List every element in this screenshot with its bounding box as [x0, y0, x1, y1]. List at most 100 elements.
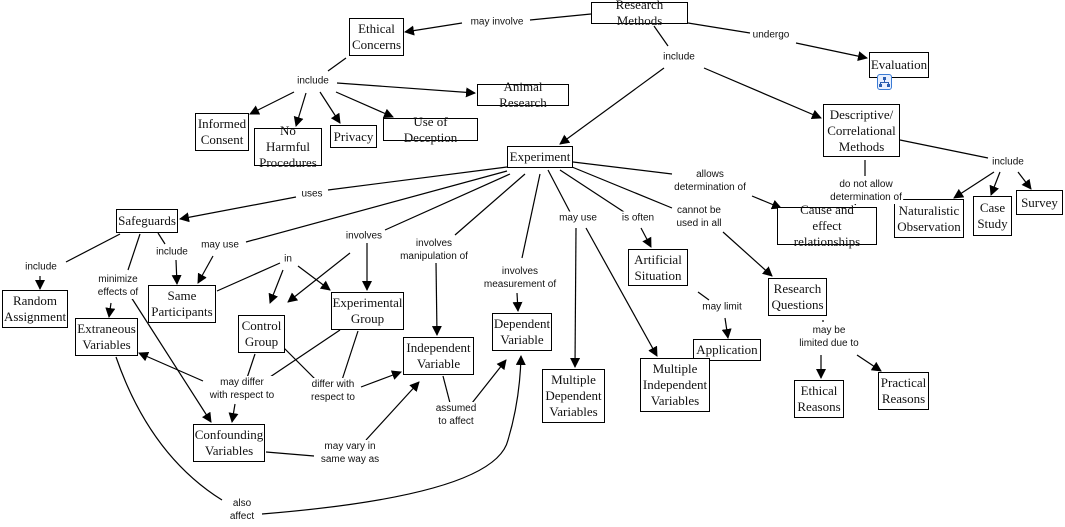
node-practical-reasons[interactable]: Practical Reasons [878, 372, 929, 410]
connector-arrow [570, 227, 581, 368]
connector-line [547, 169, 571, 213]
link-label-include-random: include [24, 260, 58, 274]
node-no-harmful-procedures[interactable]: No Harmful Procedures [254, 123, 322, 170]
connector-arrow [856, 354, 882, 372]
node-same-participants[interactable]: Same Participants [148, 285, 216, 323]
node-multiple-independent-variables[interactable]: Multiple Independent Variables [640, 358, 710, 412]
connector-line [157, 232, 166, 245]
link-label-include-ethical: include [296, 74, 330, 88]
node-cause-and-effect[interactable]: Cause and effect relationships [777, 202, 877, 249]
node-artificial-situation[interactable]: Artificial Situation [628, 249, 688, 286]
connector-line [442, 375, 451, 404]
connector-arrow [471, 359, 507, 404]
connector-arrow [585, 227, 658, 357]
link-label-do-not-allow: do not allow determination of [829, 178, 903, 204]
node-evaluation[interactable]: Evaluation [869, 52, 929, 78]
connector-line [269, 329, 341, 378]
node-survey[interactable]: Survey [1016, 190, 1063, 215]
connector-line [521, 173, 541, 259]
connector-line [687, 22, 751, 34]
node-descriptive-correlational-methods[interactable]: Descriptive/ Correlational Methods [823, 104, 900, 157]
node-application[interactable]: Application [693, 339, 761, 361]
link-label-may-use-same: may use [200, 238, 240, 252]
connector-line [697, 291, 710, 301]
connector-arrow [989, 171, 1001, 196]
connector-line [282, 346, 316, 380]
node-confounding-variables[interactable]: Confounding Variables [193, 424, 265, 462]
node-ethical-concerns[interactable]: Ethical Concerns [349, 18, 404, 56]
node-dependent-variable[interactable]: Dependent Variable [492, 313, 552, 351]
link-label-include-descriptive: include [991, 155, 1025, 169]
connector-curve [115, 356, 223, 501]
connector-arrow [138, 352, 204, 382]
link-label-may-involve: may involve [469, 15, 525, 29]
link-label-is-often: is often [620, 211, 656, 225]
node-control-group[interactable]: Control Group [238, 315, 285, 353]
link-label-may-limit: may limit [701, 300, 743, 314]
connector-arrow [130, 296, 212, 423]
node-ethical-reasons[interactable]: Ethical Reasons [794, 380, 844, 418]
connector-arrow [953, 171, 995, 199]
connector-arrow [287, 252, 351, 303]
connector-arrow [297, 265, 331, 291]
connector-line [653, 25, 669, 47]
connector-line [246, 353, 256, 379]
link-label-undergo: undergo [751, 28, 791, 42]
connector-line [559, 169, 625, 213]
link-label-include-safeguards: include [155, 245, 189, 259]
connector-arrow [293, 92, 307, 127]
node-privacy[interactable]: Privacy [330, 125, 377, 148]
node-informed-consent[interactable]: Informed Consent [195, 113, 249, 151]
link-label-involves: involves [344, 229, 384, 243]
connector-arrow [431, 261, 442, 336]
connector-line [127, 233, 141, 271]
link-label-cannot-be-used: cannot be used in all [675, 204, 723, 230]
link-label-may-use-multiple: may use [558, 211, 598, 225]
connector-line [327, 166, 508, 191]
connector-arrow [335, 91, 394, 118]
link-label-may-differ: may differ with respect to [208, 376, 276, 402]
connector-line [245, 170, 508, 243]
link-label-include-methods: include [662, 50, 696, 64]
connector-line [216, 262, 281, 292]
node-research-questions[interactable]: Research Questions [768, 278, 827, 316]
link-label-involves-manipulation: involves manipulation of [399, 237, 469, 263]
connector-arrow [336, 82, 476, 98]
node-experimental-group[interactable]: Experimental Group [331, 292, 404, 330]
connector-line [341, 330, 359, 381]
link-label-may-vary: may vary in same way as [319, 440, 381, 466]
connector-arrow [559, 67, 665, 145]
connector-arrow [268, 269, 284, 304]
connector-arrow [640, 227, 652, 248]
connector-arrow [365, 381, 420, 441]
node-case-study[interactable]: Case Study [973, 196, 1012, 236]
node-extraneous-variables[interactable]: Extraneous Variables [75, 318, 138, 356]
connector-arrow [404, 22, 463, 36]
node-research-methods[interactable]: Research Methods [591, 0, 688, 28]
node-experiment[interactable]: Experiment [507, 146, 573, 168]
node-safeguards[interactable]: Safeguards [116, 209, 178, 233]
link-label-minimize-effects: minimize effects of [96, 273, 140, 299]
connector-arrow [360, 370, 402, 388]
connector-arrow [228, 403, 239, 423]
connector-line [529, 13, 592, 21]
node-independent-variable[interactable]: Independent Variable [403, 337, 474, 375]
connector-line [327, 57, 347, 72]
link-label-involves-measurement: involves measurement of [482, 265, 558, 291]
connector-line [65, 233, 121, 263]
connector-line [454, 173, 526, 236]
node-naturalistic-observation[interactable]: Naturalistic Observation [894, 199, 964, 238]
connector-arrow [512, 292, 523, 312]
connector-arrow [249, 91, 295, 115]
node-use-of-deception[interactable]: Use of Deception [383, 114, 478, 145]
connector-arrow [105, 302, 116, 318]
connector-arrow [171, 259, 182, 285]
node-animal-research[interactable]: Animal Research [477, 79, 569, 110]
submap-icon[interactable] [877, 74, 892, 90]
connector-line [384, 173, 511, 231]
connector-arrow [197, 255, 214, 284]
connector-arrow [319, 91, 341, 124]
node-multiple-dependent-variables[interactable]: Multiple Dependent Variables [542, 369, 605, 423]
node-random-assignment[interactable]: Random Assignment [2, 290, 68, 328]
